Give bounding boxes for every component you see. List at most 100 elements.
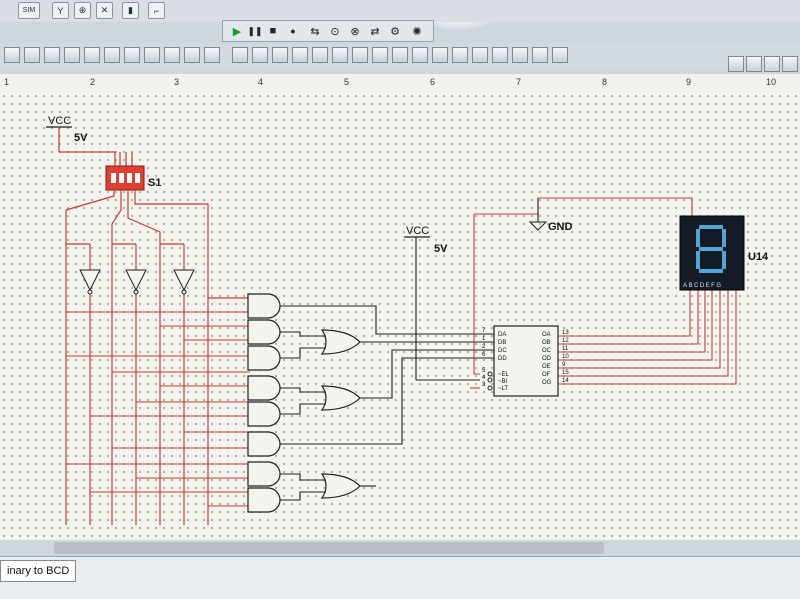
extra-tool-icon-3[interactable]: [764, 56, 780, 72]
decoder-output-label: OC: [542, 348, 552, 354]
misc-digital-icon[interactable]: [144, 47, 160, 63]
decoder-pin-number: 11: [562, 346, 569, 352]
ground-symbol[interactable]: GND: [528, 198, 573, 233]
horizontal-ruler: 1 2 3 4 5 6 7 8 9 10: [0, 74, 800, 93]
logic-converter-icon[interactable]: [372, 47, 388, 63]
decoder-input-label: DA: [498, 332, 506, 338]
decoder-pin-number: 14: [562, 378, 569, 384]
toolbar-grapher-icon[interactable]: ⊕: [74, 2, 91, 19]
pause-button[interactable]: ❚❚: [247, 25, 263, 36]
ttl-component-icon[interactable]: [104, 47, 120, 63]
probe-tool-icon[interactable]: ⇆: [310, 25, 320, 38]
extra-tool-icon-1[interactable]: [728, 56, 744, 72]
horizontal-scrollbar[interactable]: [54, 542, 604, 554]
diode-component-icon[interactable]: [44, 47, 60, 63]
record-button[interactable]: ●: [290, 26, 296, 36]
not-gate-3[interactable]: [173, 269, 195, 295]
decoder-pin-number: 4: [482, 375, 486, 381]
or-gate-2[interactable]: [320, 385, 361, 411]
decoder-pin-number: 3: [482, 382, 486, 388]
bode-plotter-icon[interactable]: [312, 47, 328, 63]
extra-tool-icon-4[interactable]: [782, 56, 798, 72]
or-gate-3[interactable]: [320, 473, 361, 499]
spectrum-analyzer-icon[interactable]: [432, 47, 448, 63]
current-probe-icon[interactable]: ⊗: [350, 25, 360, 38]
and-gate-3[interactable]: [247, 345, 281, 371]
toolbar-sim-button[interactable]: SIM: [18, 2, 40, 19]
ruler-mark: 8: [602, 77, 608, 87]
and-gate-2[interactable]: [247, 319, 281, 345]
schematic-canvas[interactable]: VCC 5V S1: [0, 92, 800, 540]
decoder-pin-number: 1: [482, 336, 486, 342]
distortion-analyzer-icon[interactable]: [412, 47, 428, 63]
multimeter-icon[interactable]: [232, 47, 248, 63]
stop-button[interactable]: ■: [269, 25, 277, 37]
and-gate-8[interactable]: [247, 487, 281, 513]
display-label: U14: [748, 251, 769, 263]
toolbar-probe-icon[interactable]: Y: [52, 2, 69, 19]
and-gate-7[interactable]: [247, 461, 281, 487]
current-probe-tool-icon[interactable]: [532, 47, 548, 63]
reverse-probe-icon[interactable]: ⇄: [370, 25, 380, 38]
top-toolbar: SIM Y ⊕ ✕ ▮ ⌐: [0, 0, 800, 22]
not-gate-2[interactable]: [125, 269, 147, 295]
source-component-icon[interactable]: [4, 47, 20, 63]
decoder-output-label: OF: [542, 372, 551, 378]
mixed-component-icon[interactable]: [164, 47, 180, 63]
schematic-drawing: VCC 5V S1: [46, 115, 769, 525]
agilent-multimeter-icon[interactable]: [492, 47, 508, 63]
ruler-mark: 1: [4, 77, 10, 87]
toolbar-analysis-icon[interactable]: ✕: [96, 2, 113, 19]
dip-switch-s1[interactable]: S1: [105, 165, 161, 191]
labview-instrument-icon[interactable]: [552, 47, 568, 63]
or-gate-1[interactable]: [320, 329, 361, 355]
wattmeter-icon[interactable]: [272, 47, 288, 63]
voltage-probe-icon[interactable]: ⊙: [330, 25, 340, 38]
decoder-pin-number: 6: [482, 352, 486, 358]
decoder-input-label: ~LT: [498, 386, 508, 392]
transistor-component-icon[interactable]: [64, 47, 80, 63]
run-button[interactable]: ▶: [232, 25, 242, 38]
power-probe-icon[interactable]: ⚙: [390, 25, 400, 38]
design-tab[interactable]: inary to BCD: [0, 560, 77, 582]
iv-analyzer-icon[interactable]: [392, 47, 408, 63]
ruler-mark: 6: [430, 77, 436, 87]
oscilloscope-icon[interactable]: [292, 47, 308, 63]
decoder-pin-number: 5: [482, 368, 486, 374]
components-toolbar: [0, 44, 800, 72]
function-generator-icon[interactable]: [252, 47, 268, 63]
extra-tool-icon-2[interactable]: [746, 56, 762, 72]
word-generator-icon[interactable]: [332, 47, 348, 63]
tektronix-scope-icon[interactable]: [512, 47, 528, 63]
vcc1-voltage: 5V: [74, 132, 88, 144]
cmos-component-icon[interactable]: [124, 47, 140, 63]
and-gate-1[interactable]: [247, 293, 281, 319]
and-gate-6[interactable]: [247, 431, 281, 457]
agilent-generator-icon[interactable]: [472, 47, 488, 63]
toolbar-step-icon[interactable]: ⌐: [148, 2, 165, 19]
decoder-output-label: OE: [542, 364, 551, 370]
and-gate-4[interactable]: [247, 375, 281, 401]
toolbar-bin-icon[interactable]: ▮: [122, 2, 139, 19]
not-gate-1[interactable]: [79, 269, 101, 295]
power-component-icon[interactable]: [204, 47, 220, 63]
bcd-decoder[interactable]: DA DB DC DD ~EL ~BI ~LT 7 1 2 6 5 4 3 OA…: [480, 325, 569, 397]
status-area: [0, 556, 800, 599]
network-analyzer-icon[interactable]: [452, 47, 468, 63]
seven-segment-display[interactable]: ABCDEFG U14: [679, 215, 769, 291]
decoder-output-label: OG: [542, 380, 552, 386]
indicator-component-icon[interactable]: [184, 47, 200, 63]
decoder-pin-number: 10: [562, 354, 569, 360]
logic-analyzer-icon[interactable]: [352, 47, 368, 63]
and-gate-5[interactable]: [247, 401, 281, 427]
ruler-mark: 9: [686, 77, 692, 87]
simulation-toolbar: ▶ ❚❚ ■ ● ⇆ ⊙ ⊗ ⇄ ⚙ ✺: [222, 20, 434, 42]
vcc-source-1[interactable]: VCC 5V: [46, 115, 88, 152]
analog-component-icon[interactable]: [84, 47, 100, 63]
vcc-source-2[interactable]: VCC 5V: [404, 225, 448, 380]
decoder-input-label: ~EL: [498, 372, 510, 378]
decoder-output-label: OD: [542, 356, 552, 362]
basic-component-icon[interactable]: [24, 47, 40, 63]
probe-settings-icon[interactable]: ✺: [412, 25, 422, 38]
decoder-pin-number: 9: [562, 362, 566, 368]
